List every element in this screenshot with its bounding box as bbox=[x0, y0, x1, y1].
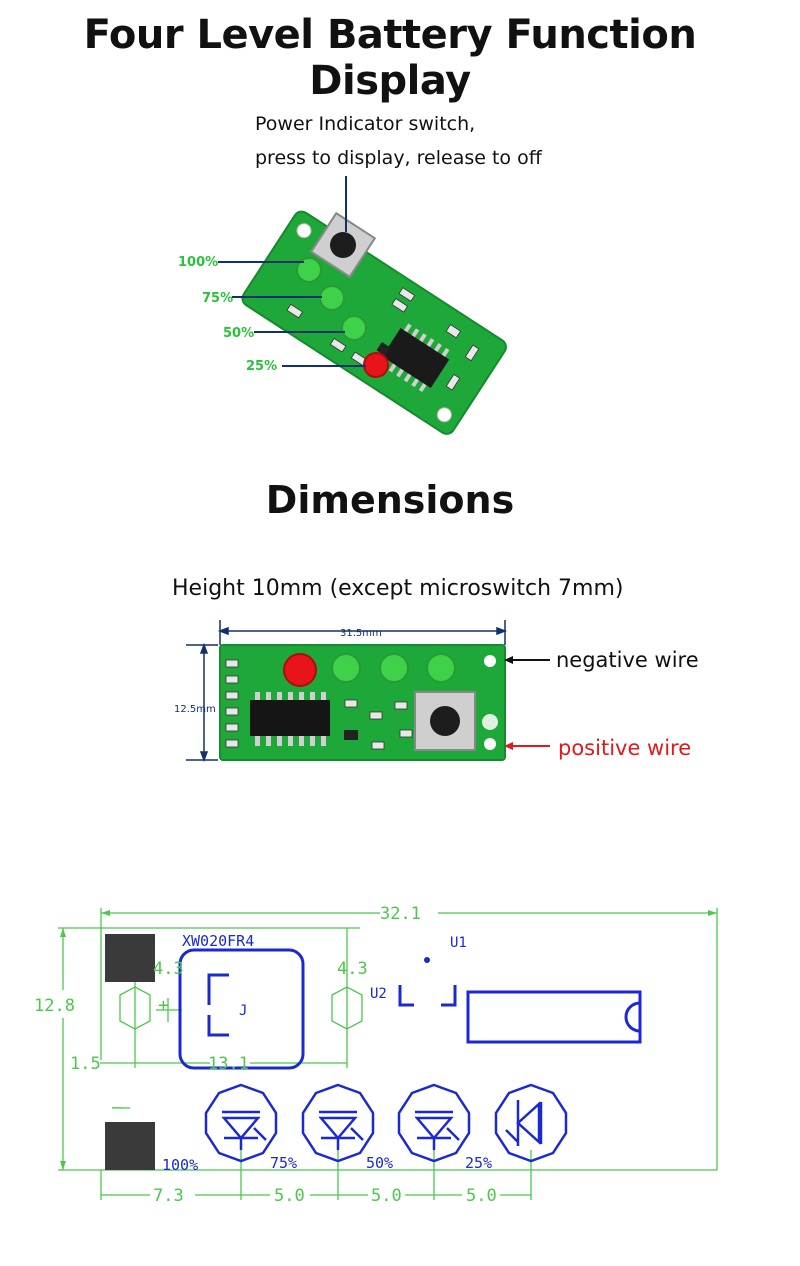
switch-note-line1: Power Indicator switch, bbox=[255, 113, 476, 135]
dimensions-title: Dimensions bbox=[265, 478, 515, 522]
u2-label: U2 bbox=[370, 986, 387, 1002]
level-callouts bbox=[218, 261, 366, 367]
negative-wire-arrow bbox=[504, 656, 550, 664]
level-label-25: 25% bbox=[246, 359, 277, 374]
pcb-photo-angled bbox=[241, 210, 507, 435]
overall-width-dim: 32.1 bbox=[380, 904, 421, 924]
photo-width-dim: 31.5mm bbox=[340, 628, 382, 639]
led-label-100: 100% bbox=[162, 1156, 198, 1174]
plus-sign: + bbox=[158, 995, 169, 1016]
positive-wire-arrow bbox=[504, 742, 550, 750]
bottom-dim-0: 7.3 bbox=[153, 1186, 184, 1206]
hole-left-dim: 4.3 bbox=[153, 959, 184, 979]
led-label-50: 50% bbox=[366, 1154, 393, 1172]
u1-label: U1 bbox=[450, 935, 467, 951]
bottom-dim-3: 5.0 bbox=[466, 1186, 497, 1206]
bottom-dim-2: 5.0 bbox=[371, 1186, 402, 1206]
height-note: Height 10mm (except microswitch 7mm) bbox=[172, 576, 624, 601]
pcb-photo-top bbox=[219, 644, 506, 761]
negative-wire-label: negative wire bbox=[556, 648, 699, 672]
bottom-dim-1: 5.0 bbox=[274, 1186, 305, 1206]
j-label: J bbox=[239, 1003, 247, 1019]
positive-wire-label: positive wire bbox=[558, 736, 691, 760]
switch-note-line2: press to display, release to off bbox=[255, 147, 542, 169]
led-label-75: 75% bbox=[270, 1154, 297, 1172]
board-label: XW020FR4 bbox=[182, 932, 254, 950]
page-title: Four Level Battery Function Display bbox=[83, 12, 697, 104]
technical-drawing: 32.1 12.8 4.3 4.3 1.5 13.1 7.3 5.0 5.0 5… bbox=[34, 904, 718, 1206]
offset-left-dim: 1.5 bbox=[70, 1054, 101, 1074]
pad-positive bbox=[105, 934, 155, 982]
hole-right-dim: 4.3 bbox=[337, 959, 368, 979]
level-label-50: 50% bbox=[223, 326, 254, 341]
photo-height-dim: 12.5mm bbox=[174, 704, 216, 715]
hole-spacing-dim: 13.1 bbox=[208, 1054, 249, 1074]
level-label-75: 75% bbox=[202, 291, 233, 306]
level-label-100: 100% bbox=[178, 255, 218, 270]
overall-height-dim: 12.8 bbox=[34, 996, 75, 1016]
minus-sign: — bbox=[112, 1097, 123, 1118]
pad-negative bbox=[105, 1122, 155, 1170]
photo-dimension-lines bbox=[186, 620, 508, 763]
led-label-25: 25% bbox=[465, 1154, 492, 1172]
